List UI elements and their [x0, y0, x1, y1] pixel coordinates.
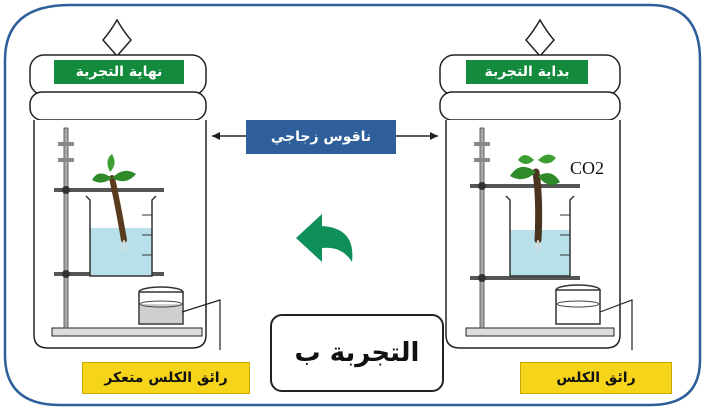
gas-label: CO2 — [570, 158, 605, 178]
right-bottom-label: رائق الكلس — [520, 362, 672, 394]
experiment-label: التجربة ب — [270, 314, 444, 392]
left-bottom-label: رائق الكلس متعكر — [82, 362, 250, 394]
jar-right-title: بداية التجربة — [466, 60, 588, 84]
label-arrows — [212, 132, 438, 140]
lab-stand-icon — [465, 127, 615, 337]
bell-jar-label: ناقوس زجاجي — [246, 120, 396, 154]
outer-frame — [3, 3, 702, 407]
jar-left-title: نهاية التجربة — [54, 60, 184, 84]
plant-icon — [92, 154, 136, 252]
curved-arrow-icon — [296, 214, 353, 262]
limewater-dish-right — [555, 284, 633, 350]
limewater-dish-left — [138, 286, 221, 350]
plant-icon — [510, 154, 560, 254]
